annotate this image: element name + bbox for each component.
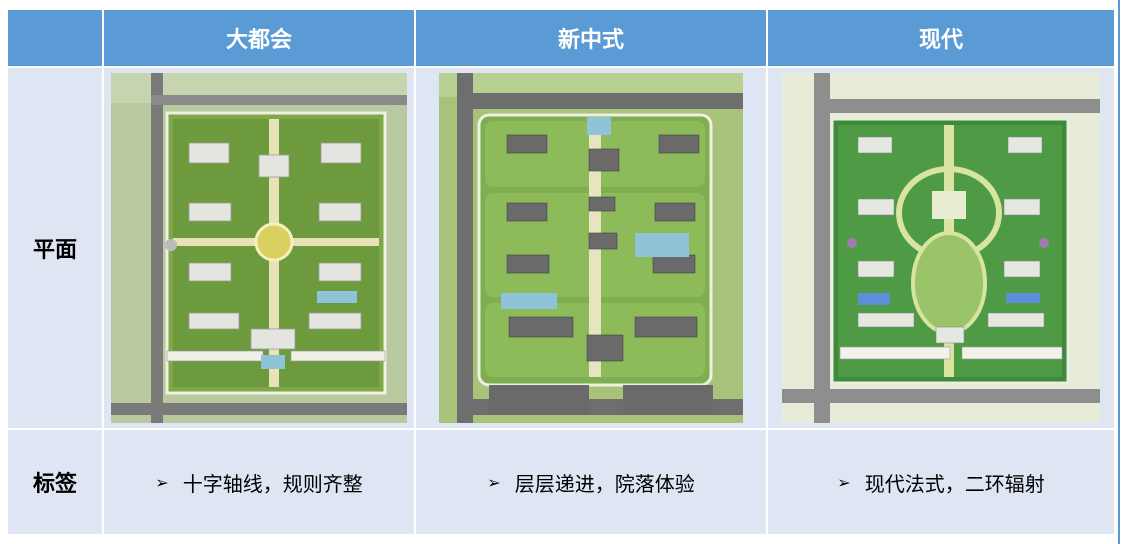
plan-image-xinzhongshi [414, 66, 768, 430]
tag-item-xiandai: ➢ 现代法式，二环辐射 [837, 468, 1044, 497]
tag-cell-xinzhongshi: ➢ 层层递进，院落体验 [414, 428, 768, 536]
tag-cell-dadouhui: ➢ 十字轴线，规则齐整 [102, 428, 416, 536]
comparison-table: 大都会 新中式 现代 平面 [6, 8, 1116, 536]
right-border-line [1118, 0, 1120, 544]
bullet-arrow-icon: ➢ [155, 472, 169, 492]
corner-header [6, 8, 104, 68]
tag-item-xinzhongshi: ➢ 层层递进，院落体验 [487, 468, 694, 497]
col-header-xiandai: 现代 [766, 8, 1116, 68]
site-plan-xinzhongshi [439, 73, 743, 423]
tag-text-dadouhui: 十字轴线，规则齐整 [182, 471, 363, 496]
site-plan-dadouhui [111, 73, 407, 423]
bullet-arrow-icon: ➢ [837, 472, 851, 492]
bullet-arrow-icon: ➢ [487, 472, 501, 492]
col-header-xinzhongshi: 新中式 [414, 8, 768, 68]
tag-item-dadouhui: ➢ 十字轴线，规则齐整 [155, 468, 362, 497]
plan-image-xiandai [766, 66, 1116, 430]
tag-cell-xiandai: ➢ 现代法式，二环辐射 [766, 428, 1116, 536]
tag-text-xiandai: 现代法式，二环辐射 [864, 471, 1045, 496]
site-plan-xiandai [782, 73, 1100, 423]
row-label-plan: 平面 [6, 66, 104, 430]
tag-text-xinzhongshi: 层层递进，院落体验 [514, 471, 695, 496]
row-label-tag: 标签 [6, 428, 104, 536]
plan-image-dadouhui [102, 66, 416, 430]
col-header-dadouhui: 大都会 [102, 8, 416, 68]
